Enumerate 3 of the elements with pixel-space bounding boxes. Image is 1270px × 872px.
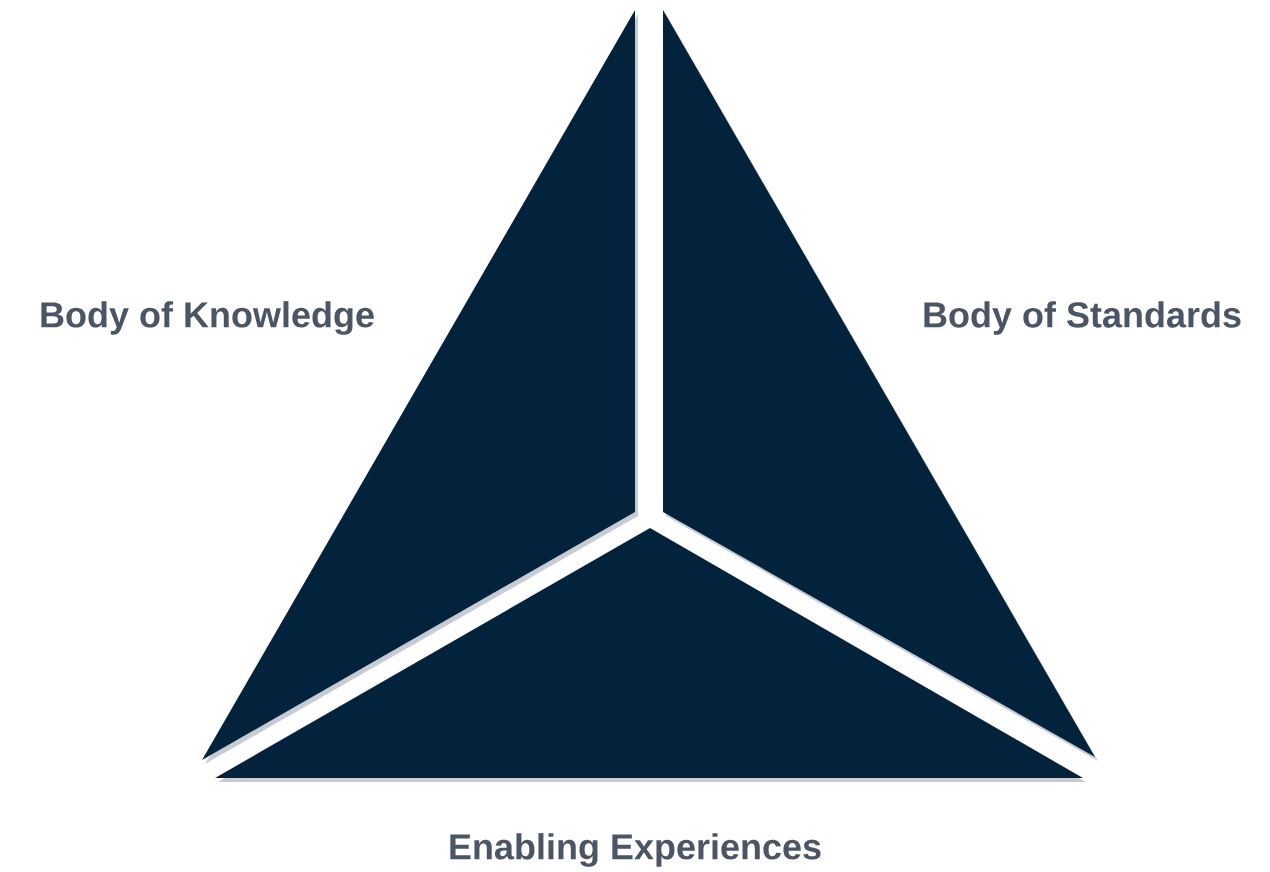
segment-label: Body of Knowledge — [41, 301, 374, 335]
segment-label: Enabling Experiences — [450, 833, 821, 867]
segment-label: Body of Standards — [924, 301, 1241, 335]
